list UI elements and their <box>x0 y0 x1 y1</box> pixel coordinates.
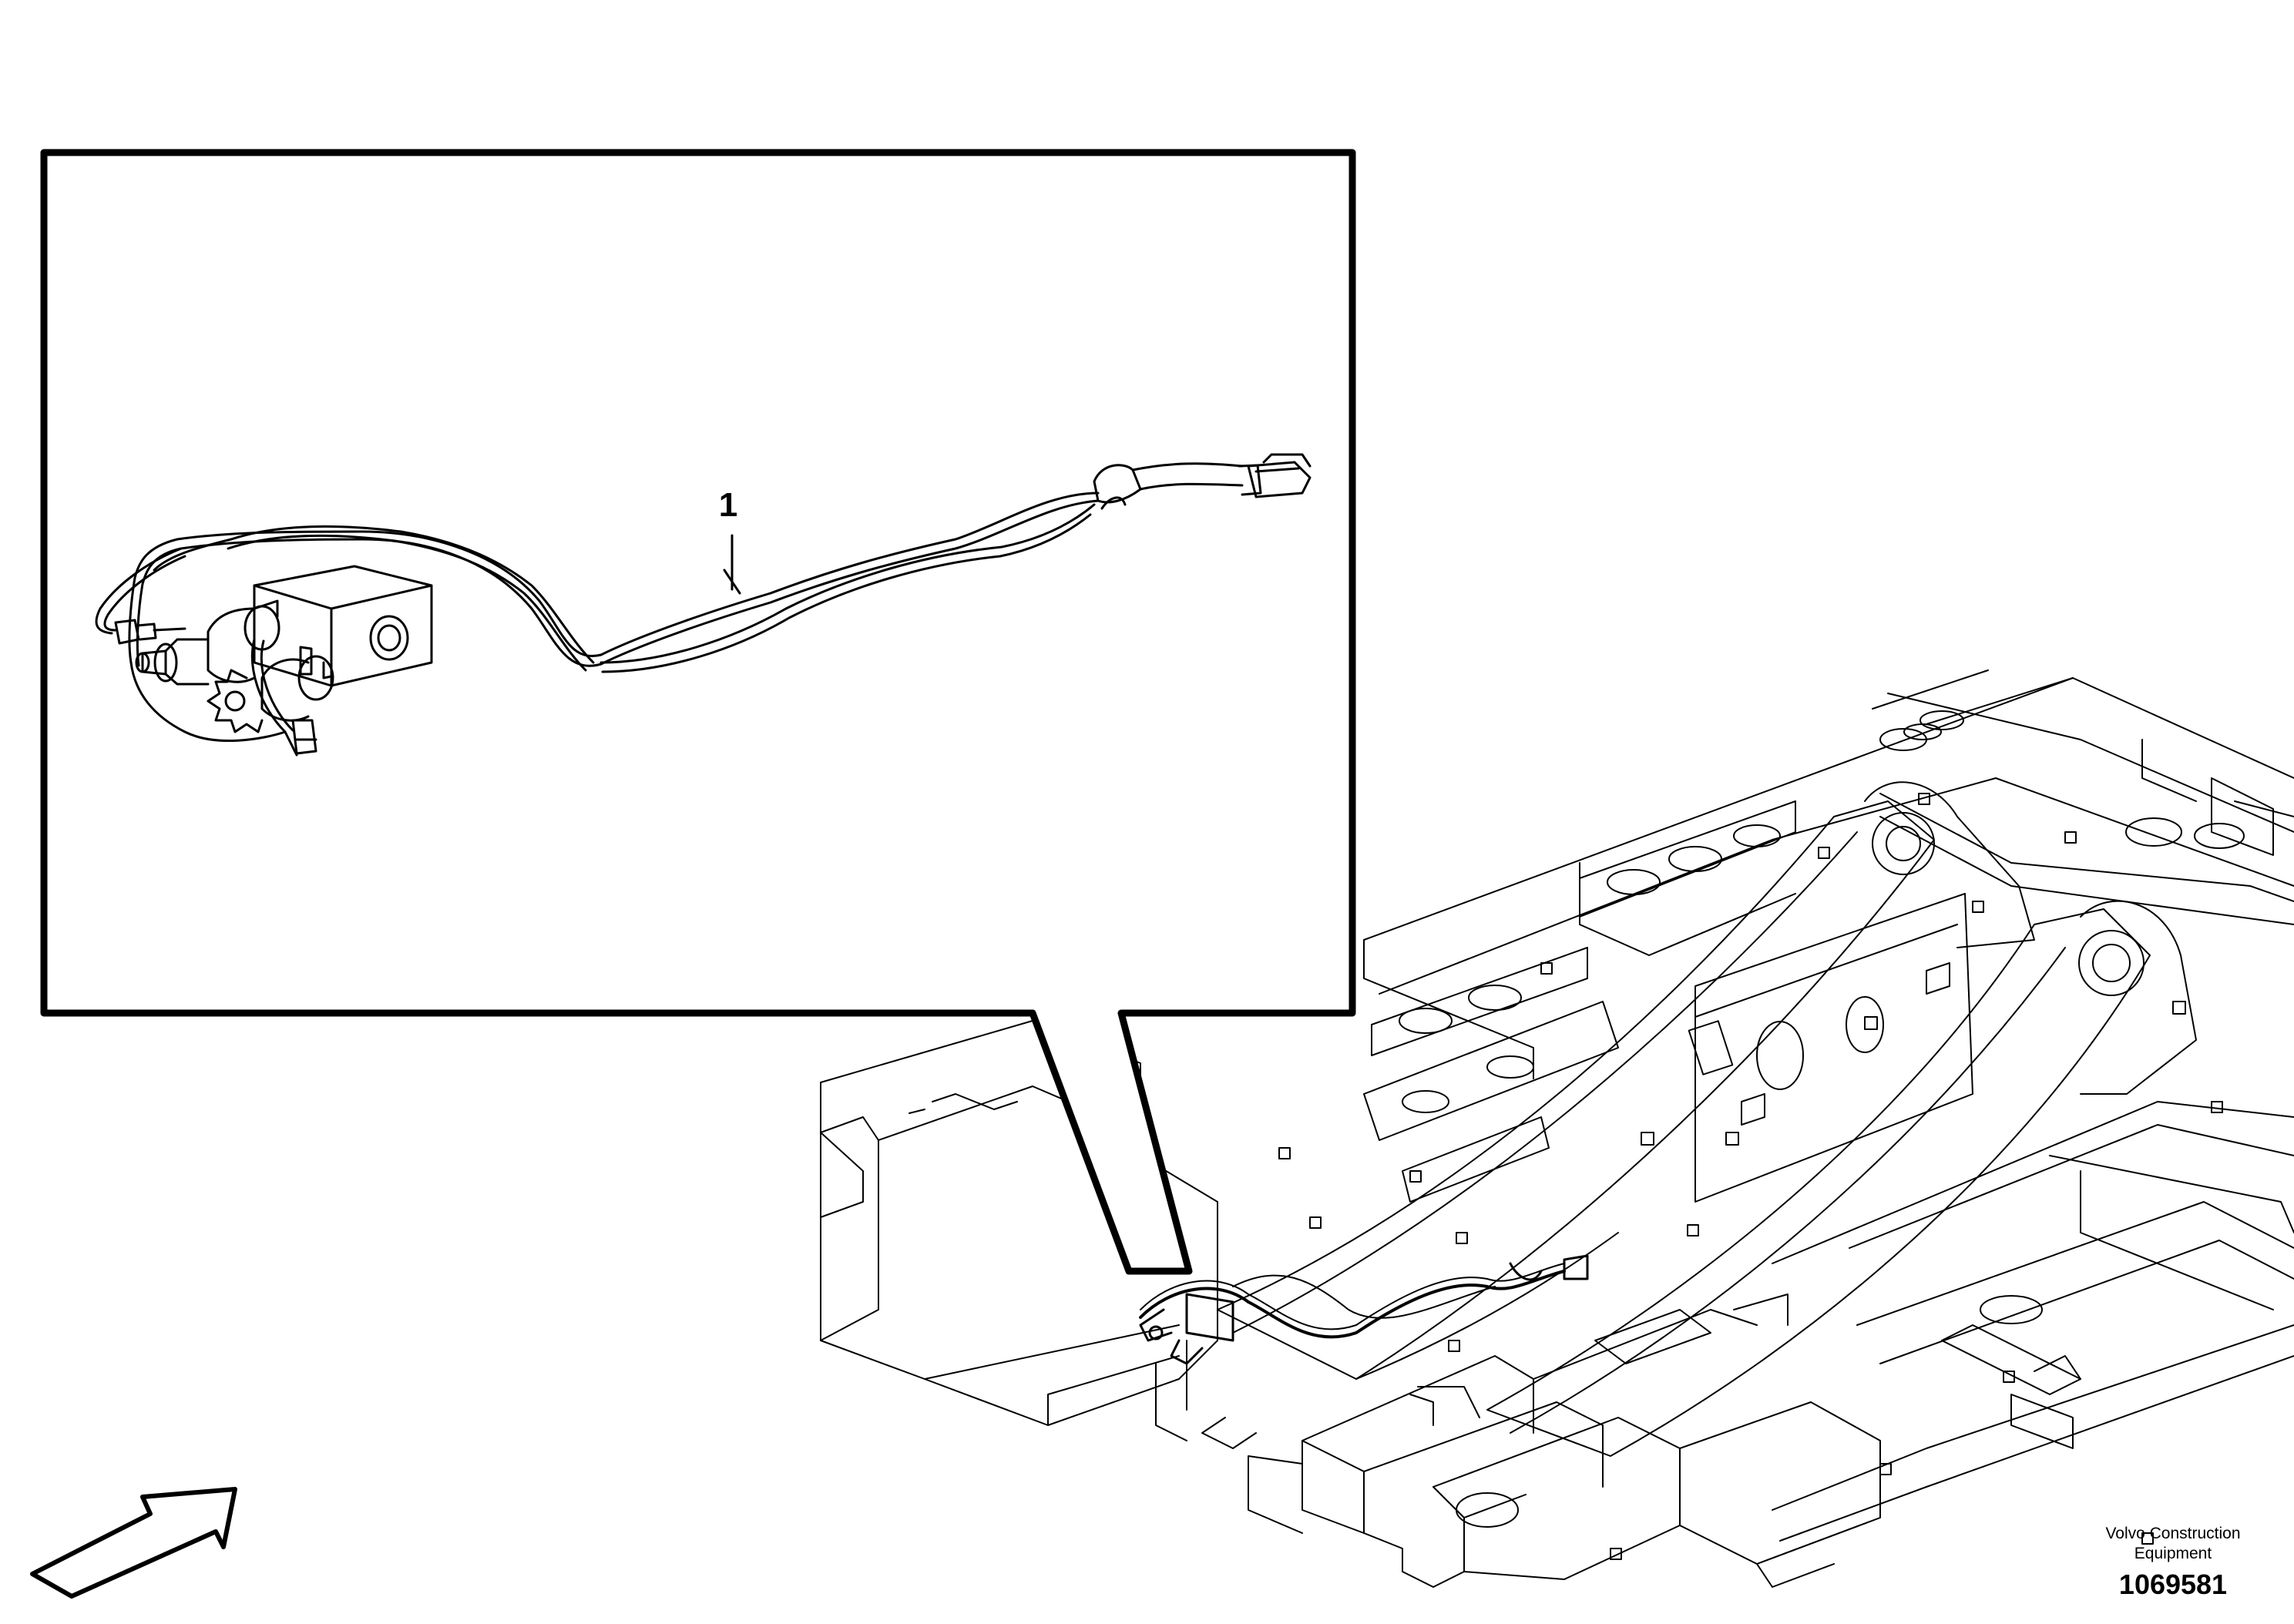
callout-number-1: 1 <box>719 486 737 524</box>
credit-line-2: Equipment <box>2134 1545 2212 1562</box>
callout-box <box>40 149 1356 1275</box>
solenoid-valve-icon <box>135 565 433 733</box>
drawing-number: 1069581 <box>2118 1569 2228 1600</box>
machine-frame-drawing <box>820 669 2294 1588</box>
publisher-credit: Volvo Construction Equipment <box>2081 1524 2265 1564</box>
connector-plug-icon <box>1238 453 1312 498</box>
wiring-harness-detail <box>95 453 1312 757</box>
direction-arrow-icon <box>30 1487 237 1599</box>
credit-line-1: Volvo Construction <box>2105 1525 2241 1542</box>
